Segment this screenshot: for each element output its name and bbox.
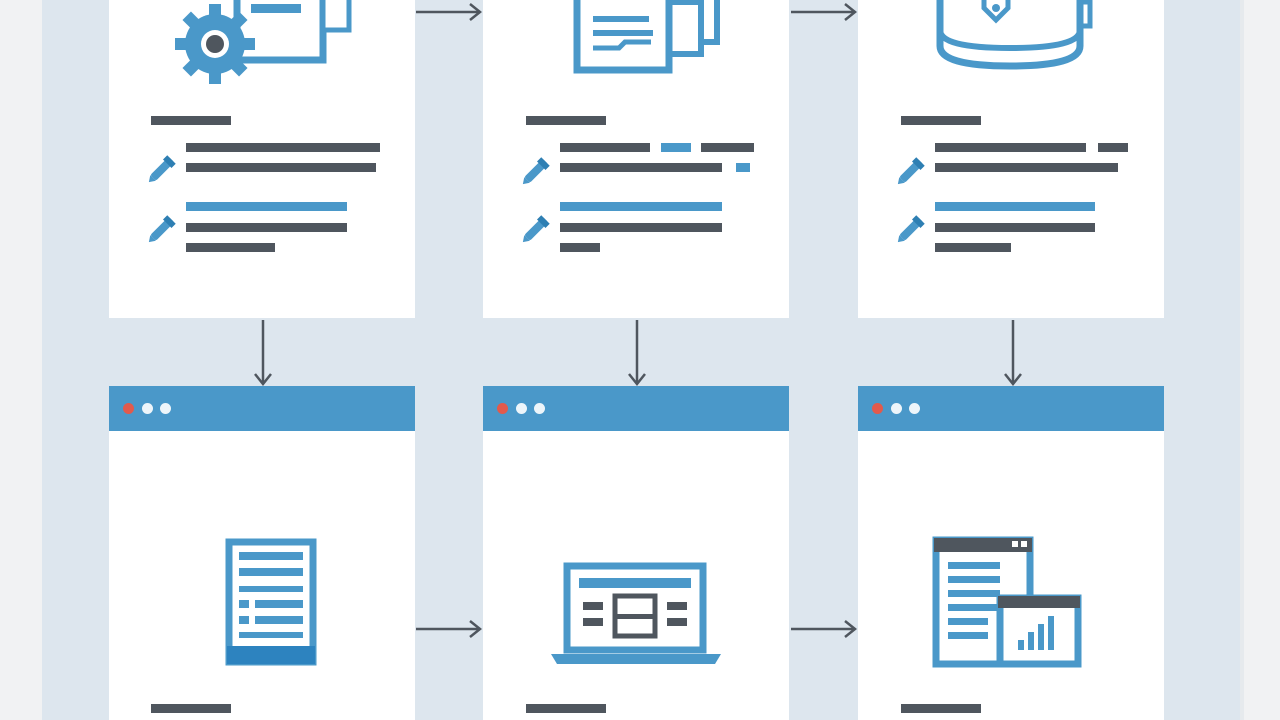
window-minimize-dot	[891, 403, 902, 414]
database-shield-icon	[936, 0, 1093, 70]
window-titlebar	[858, 386, 1164, 431]
card-heading-bar	[151, 704, 231, 713]
window-minimize-dot	[142, 403, 153, 414]
card-heading-bar	[901, 704, 981, 713]
window-maximize-dot	[909, 403, 920, 414]
window-close-dot	[123, 403, 134, 414]
step-database-card	[858, 0, 1164, 318]
step-configure-card	[109, 0, 415, 318]
flow-arrow-configure-to-form	[254, 320, 272, 387]
card-heading-bar	[901, 116, 981, 125]
window-titlebar	[483, 386, 789, 431]
text-line	[186, 243, 275, 252]
laptop-dashboard-icon	[551, 562, 721, 664]
text-line	[701, 143, 754, 152]
form-document-icon	[225, 538, 317, 666]
pen-icon	[897, 215, 925, 243]
text-tag	[736, 163, 750, 172]
text-line-highlight	[935, 202, 1095, 211]
pen-icon	[148, 215, 176, 243]
text-tag	[661, 143, 691, 152]
step-form-card	[109, 386, 415, 720]
text-line	[560, 143, 650, 152]
text-line	[1098, 143, 1128, 152]
flow-arrow-laptop-to-report	[791, 620, 858, 638]
step-laptop-card	[483, 386, 789, 720]
canvas-edge	[1240, 0, 1244, 720]
flow-arrow-form-to-laptop	[416, 620, 483, 638]
text-line	[935, 163, 1118, 172]
step-report-card	[858, 386, 1164, 720]
card-heading-bar	[151, 116, 231, 125]
flow-arrow-configure-to-document	[416, 3, 483, 21]
window-close-dot	[497, 403, 508, 414]
window-maximize-dot	[534, 403, 545, 414]
step-document-card	[483, 0, 789, 318]
gear-with-window-icon	[175, 0, 352, 84]
flow-arrow-document-to-laptop	[628, 320, 646, 387]
pen-icon	[522, 215, 550, 243]
window-minimize-dot	[516, 403, 527, 414]
pen-icon	[148, 155, 176, 183]
window-maximize-dot	[160, 403, 171, 414]
flow-arrow-document-to-database	[791, 3, 858, 21]
flow-arrow-database-to-report	[1004, 320, 1022, 387]
card-heading-bar	[526, 116, 606, 125]
card-heading-bar	[526, 704, 606, 713]
pen-icon	[897, 157, 925, 185]
text-line-highlight	[186, 202, 347, 211]
text-line	[935, 143, 1086, 152]
stacked-documents-icon	[573, 0, 720, 74]
text-line-highlight	[560, 202, 722, 211]
text-line	[186, 143, 380, 152]
pen-icon	[522, 157, 550, 185]
report-with-chart-icon	[932, 536, 1082, 668]
text-line	[560, 163, 722, 172]
window-close-dot	[872, 403, 883, 414]
text-line	[560, 223, 722, 232]
text-line	[186, 223, 347, 232]
window-titlebar	[109, 386, 415, 431]
text-line	[935, 243, 1011, 252]
text-line	[935, 223, 1095, 232]
text-line	[186, 163, 376, 172]
text-line	[560, 243, 600, 252]
